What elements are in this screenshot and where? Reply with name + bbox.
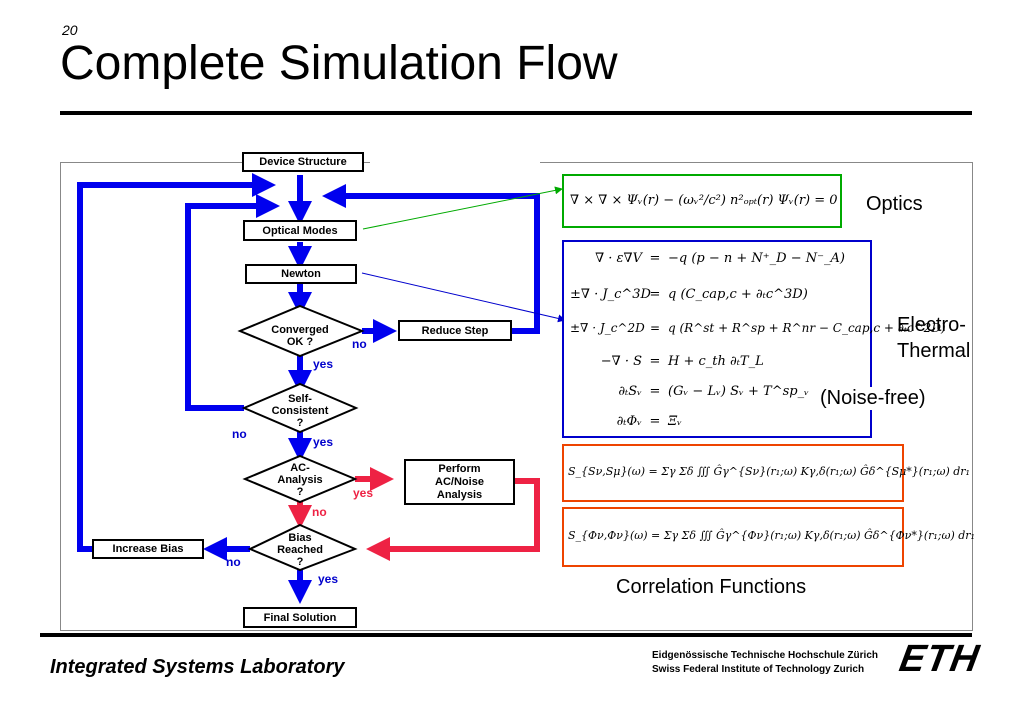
slide-number: 20 <box>62 22 78 38</box>
electro-eq-1: ∇ · ε∇V=−q (p − n + N⁺_D − N⁻_A) <box>595 251 845 266</box>
ac-line-1: AC- <box>290 462 310 474</box>
optical-modes-box: Optical Modes <box>243 220 357 241</box>
correlation-s-box: S_{Sν,Sμ}(ω) = Σγ Σδ ∭ Ĝγ^{Sν}(r₁;ω) Kγ,… <box>562 444 970 502</box>
electro-eq-5: ∂ₜSᵥ=(Gᵥ − Lᵥ) Sᵥ + T^sp_ᵥ <box>618 384 809 399</box>
electro-label: Electro- <box>897 314 966 336</box>
perform-line-1: Perform <box>438 462 481 475</box>
ac-line-3: ? <box>296 486 304 498</box>
newton-box: Newton <box>245 264 357 284</box>
increase-bias-box: Increase Bias <box>92 539 204 559</box>
ac-yes-label: yes <box>353 486 374 500</box>
bias-line-1: Bias <box>288 532 312 544</box>
bias-yes-label: yes <box>318 572 339 586</box>
self-line-3: ? <box>296 417 304 429</box>
electro-eq-2: ±∇ · J_c^3D=q (C_cap,c + ∂ₜc^3D) <box>570 287 808 302</box>
diamond-bias <box>247 523 358 572</box>
perform-analysis-box: Perform AC/Noise Analysis <box>404 459 515 505</box>
increase-bias-label: Increase Bias <box>112 543 184 555</box>
loop-perform-to-bias <box>385 478 540 552</box>
electro-eq-3: ±∇ · J_c^2D=q (R^st + R^sp + R^nr − C_ca… <box>570 321 946 335</box>
perform-line-2: AC/Noise <box>435 475 484 488</box>
bias-no-label: no <box>226 555 241 569</box>
slide-title: Complete Simulation Flow <box>60 37 618 90</box>
ac-line-2: Analysis <box>277 474 323 486</box>
eth-logo: ETH <box>896 638 983 680</box>
self-consistent-label: Self- Consistent ? <box>250 393 350 429</box>
final-solution-box: Final Solution <box>243 607 357 628</box>
converged-label: Converged OK ? <box>250 324 350 348</box>
self-yes-label: yes <box>313 435 334 449</box>
ac-no-label: no <box>312 505 327 519</box>
correlation-phi-box: S_{Φν,Φν}(ω) = Σγ Σδ ∭ Ĝγ^{Φν}(r₁;ω) Kγ,… <box>562 507 975 567</box>
diamond-ac <box>242 454 358 504</box>
frame-gap <box>370 157 540 167</box>
diamond-self-consistent <box>241 382 359 434</box>
bias-line-3: ? <box>296 556 304 568</box>
electro-eq-4: −∇ · S=H + c_th ∂ₜT_L <box>600 354 764 369</box>
optics-equation: ∇ × ∇ × Ψᵥ(r) − (ωᵥ²/c²) n²ₒₚₜ(r) Ψᵥ(r) … <box>570 193 838 208</box>
lab-name: Integrated Systems Laboratory <box>50 656 345 678</box>
noise-free-label: (Noise-free) <box>820 387 926 410</box>
diamond-converged <box>237 304 365 358</box>
self-line-1: Self- <box>288 393 312 405</box>
correlation-functions-label: Correlation Functions <box>616 576 807 598</box>
connector-optics <box>362 186 563 230</box>
converged-line-1: Converged <box>271 324 329 336</box>
ac-analysis-label: AC- Analysis ? <box>250 462 350 498</box>
reduce-step-box: Reduce Step <box>398 320 512 341</box>
thermal-label: Thermal <box>897 340 971 362</box>
device-structure-box: Device Structure <box>242 152 364 172</box>
loop-reduce-step <box>345 193 540 334</box>
university-name-german: Eidgenössische Technische Hochschule Zür… <box>652 650 878 661</box>
self-no-label: no <box>232 427 247 441</box>
self-line-2: Consistent <box>271 405 329 417</box>
optics-equation-box: ∇ × ∇ × Ψᵥ(r) − (ωᵥ²/c²) n²ₒₚₜ(r) Ψᵥ(r) … <box>562 174 842 228</box>
footer-rule <box>40 633 972 637</box>
university-name-english: Swiss Federal Institute of Technology Zu… <box>652 664 865 675</box>
loop-increase-bias <box>77 182 260 552</box>
electro-eq-6: ∂ₜΦᵥ=Ξᵥ <box>616 414 682 429</box>
correlation-s-equation: S_{Sν,Sμ}(ω) = Σγ Σδ ∭ Ĝγ^{Sν}(r₁;ω) Kγ,… <box>568 465 970 478</box>
title-rule <box>60 111 972 115</box>
bias-reached-label: Bias Reached ? <box>250 532 350 568</box>
loop-self-consistent <box>185 203 268 411</box>
converged-yes-label: yes <box>313 357 334 371</box>
correlation-phi-equation: S_{Φν,Φν}(ω) = Σγ Σδ ∭ Ĝγ^{Φν}(r₁;ω) Kγ,… <box>568 529 975 542</box>
optics-label: Optics <box>866 193 923 215</box>
bias-line-2: Reached <box>277 544 323 556</box>
connector-electro <box>361 272 566 323</box>
perform-line-3: Analysis <box>436 488 483 501</box>
converged-no-label: no <box>352 337 367 351</box>
converged-line-2: OK ? <box>286 336 314 348</box>
